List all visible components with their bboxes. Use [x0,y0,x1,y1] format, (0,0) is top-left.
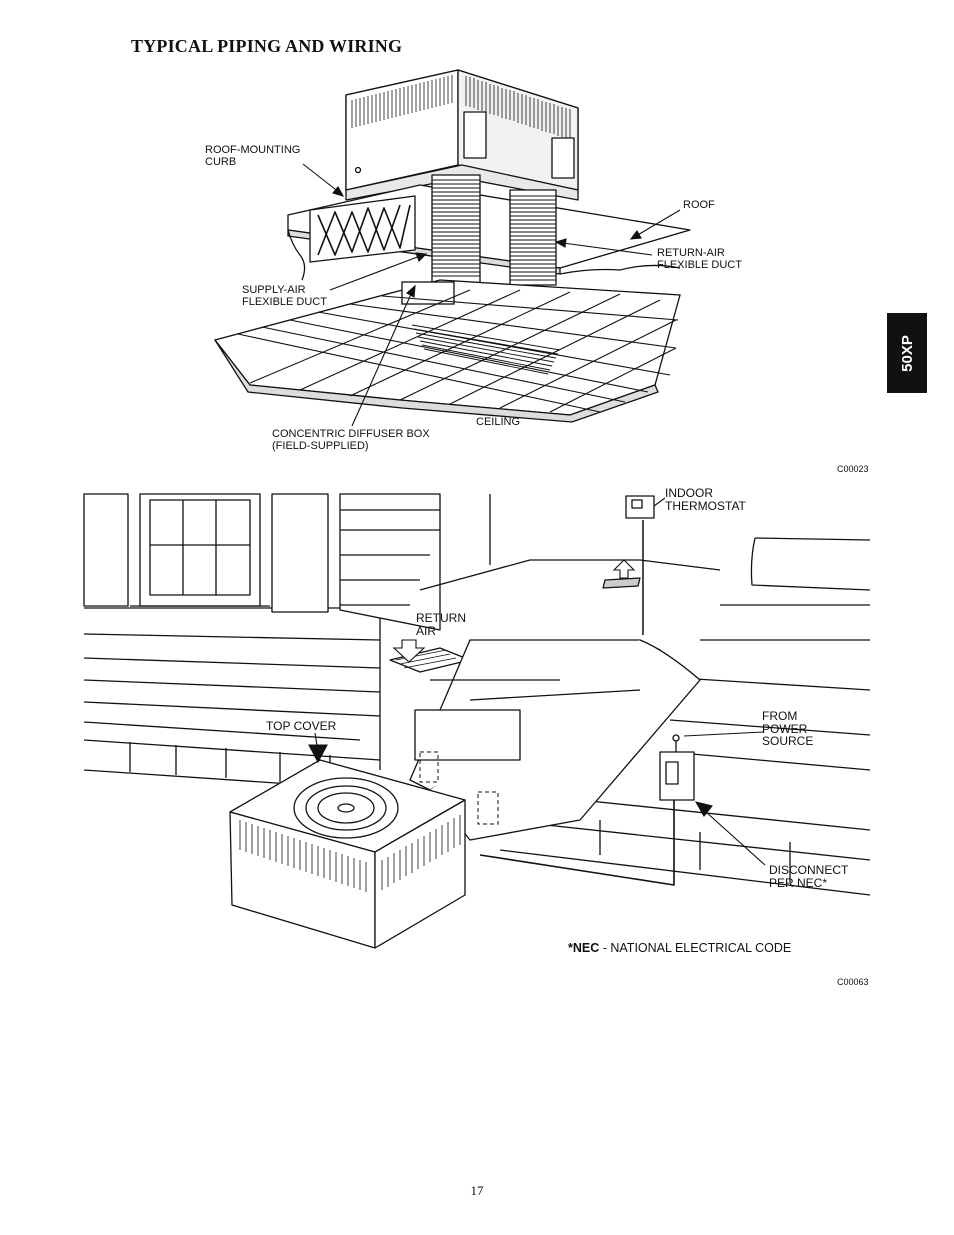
from-power-source-label: FROM POWER SOURCE [762,709,814,748]
ceiling-label: CEILING [476,416,521,428]
figure2-code: C00063 [837,977,869,987]
top-cover-label: TOP COVER [266,719,337,733]
house-unit-illustration [83,493,871,949]
disconnect-label: DISCONNECT PER NEC* [769,863,849,890]
indoor-thermostat-label: INDOOR THERMOSTAT [665,486,746,513]
page-title: TYPICAL PIPING AND WIRING [131,36,403,56]
nec-footnote-text: - NATIONAL ELECTRICAL CODE [599,941,792,955]
diffuser-box-label: CONCENTRIC DIFFUSER BOX (FIELD-SUPPLIED) [272,428,430,452]
page-number: 17 [470,1183,484,1198]
return-air-label: RETURN AIR [416,611,466,638]
roof-mounting-curb-label: ROOF-MOUNTING CURB [205,144,301,168]
roof-label: ROOF [683,199,715,211]
return-air-duct-label: RETURN-AIR FLEXIBLE DUCT [657,247,742,271]
rooftop-unit-illustration [213,69,691,427]
nec-footnote: *NEC - NATIONAL ELECTRICAL CODE [568,941,791,955]
side-tab: 50XP [887,313,927,393]
nec-footnote-abbr: *NEC [568,941,600,955]
supply-air-duct-label: SUPPLY-AIR FLEXIBLE DUCT [242,284,327,308]
figure1-code: C00023 [837,464,869,474]
